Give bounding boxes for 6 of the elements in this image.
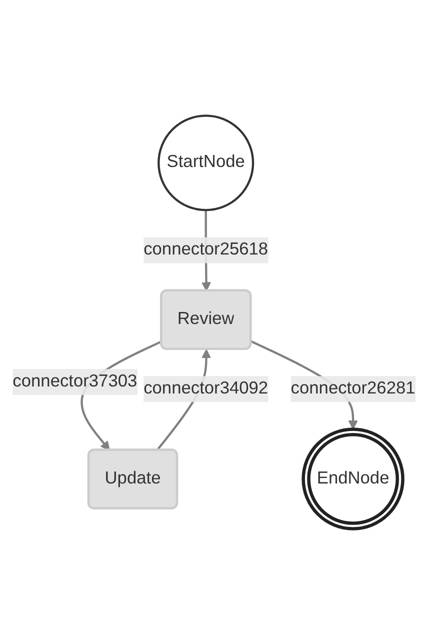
edge-label: connector26281	[290, 379, 415, 398]
edge-label: connector37303	[12, 372, 137, 390]
node-circle: StartNode	[157, 114, 254, 211]
edge-label: connector25618	[143, 240, 268, 259]
edge-label: connector34092	[143, 379, 268, 398]
node-circle: EndNode	[301, 427, 404, 530]
